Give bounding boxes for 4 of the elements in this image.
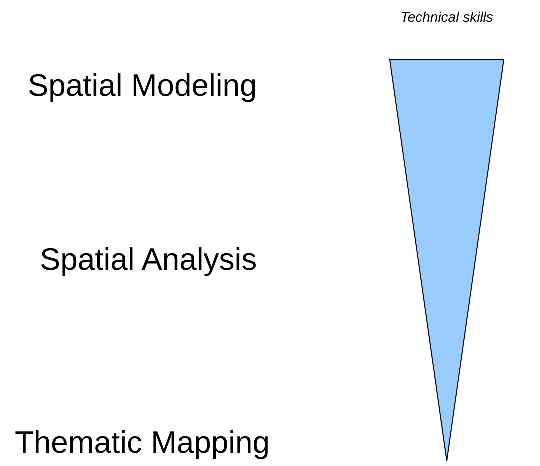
level-label: Spatial Modeling: [28, 67, 258, 105]
axis-heading: Technical skills: [400, 8, 494, 26]
level-label: Spatial Analysis: [40, 241, 258, 279]
level-label: Thematic Mapping: [15, 424, 270, 462]
